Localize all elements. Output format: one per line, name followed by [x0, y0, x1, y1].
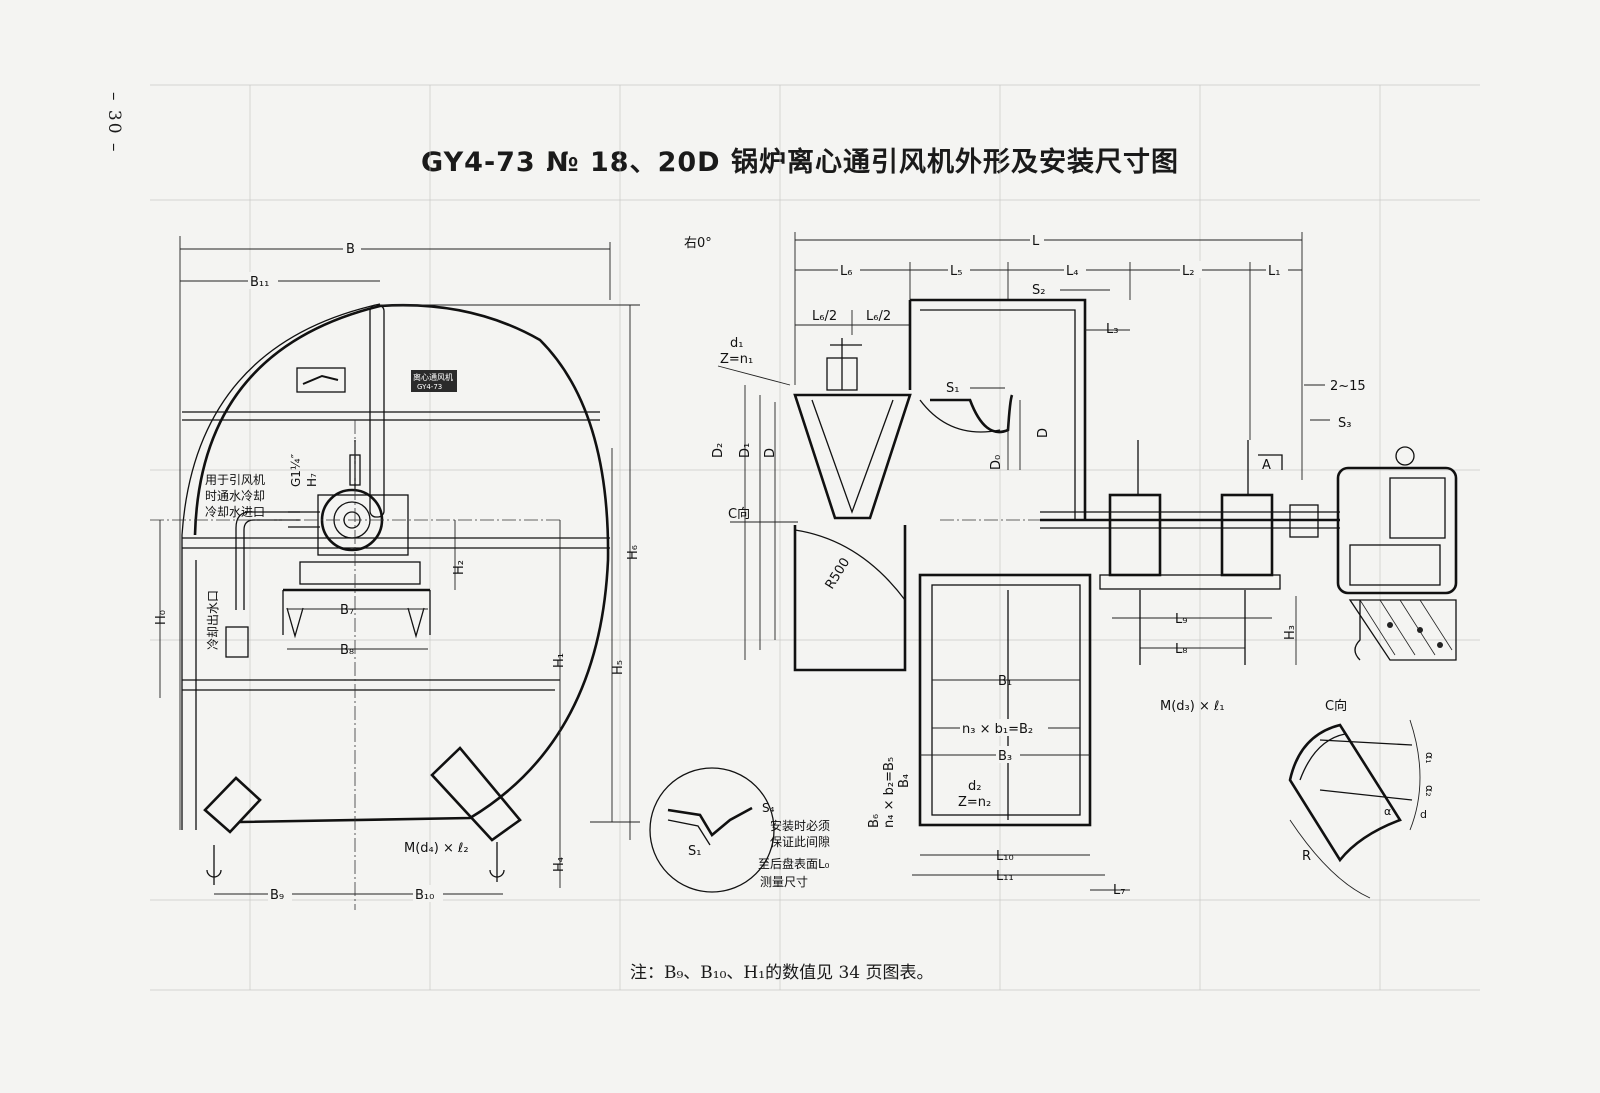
dim-B6: B₆	[867, 814, 882, 828]
dim-L6-half-a: L₆/2	[812, 309, 837, 324]
c-detail-title: C向	[1325, 698, 1347, 714]
dim-L8: L₈	[1175, 642, 1187, 657]
dim-L9: L₉	[1175, 612, 1187, 627]
dim-H0: H₀	[154, 610, 169, 625]
coupling	[1289, 504, 1319, 538]
c-direction-detail: C向 R α₁ α₂ α d	[1288, 698, 1436, 899]
support-leg-right	[430, 746, 522, 842]
dim-L10: L₁₀	[996, 849, 1014, 864]
dim-L4: L₄	[1066, 264, 1078, 279]
dim-B4: B₄	[897, 774, 912, 788]
dim-L7: L₇	[1113, 883, 1125, 898]
gap-S4: S₄	[762, 801, 775, 815]
drawing-title: GY4-73 № 18、20D 锅炉离心通引风机外形及安装尺寸图	[421, 147, 1179, 178]
dim-H2: H₂	[452, 560, 467, 575]
dim-D0: D₀	[989, 455, 1004, 470]
dim-Z-n2: Z=n₂	[958, 795, 991, 810]
dim-R500: R500	[823, 555, 854, 592]
dim-L3: L₃	[1106, 322, 1118, 337]
dim-D2: D₂	[711, 443, 726, 458]
dim-Z-n1: Z=n₁	[720, 352, 753, 367]
dim-H4: H₄	[552, 857, 567, 872]
dim-B1: B₁	[998, 674, 1012, 689]
nameplate-name: 离心通风机	[413, 372, 453, 382]
dim-H3: H₃	[1283, 625, 1298, 640]
c-direction-label: C向	[728, 506, 750, 522]
nameplate	[411, 370, 457, 392]
cooling-inlet-label-2: 时通水冷却	[205, 489, 265, 503]
cooling-outlet-label: 冷却出水口	[206, 590, 220, 650]
side-view: 右0° L L₆ L₅ L₄ L₂ L₁ S₂ L₆/2 L₆/2 d₁ Z=n…	[684, 231, 1458, 898]
gap-detail: S₄ S₁ 安装时必须 保证此间隙 至后盘表面L₀ 测量尺寸	[649, 767, 830, 893]
dim-S3: S₃	[1338, 416, 1351, 431]
dim-H6: H₆	[626, 545, 641, 560]
motor-foundation	[1348, 599, 1457, 661]
inlet-box	[908, 298, 1087, 520]
dim-B3: B₃	[998, 749, 1012, 764]
dim-B10: B₁₀	[415, 888, 434, 903]
gap-note-4: 测量尺寸	[760, 875, 808, 889]
dim-B2: n₃ × b₁=B₂	[962, 722, 1033, 737]
gap-S1: S₁	[688, 844, 701, 859]
dim-H1: H₁	[552, 653, 567, 668]
dim-D: D	[1036, 428, 1051, 438]
inlet-cone	[793, 393, 912, 520]
fan-casing	[193, 303, 610, 824]
dim-H7: H₇	[305, 473, 319, 487]
dim-B7: B₇	[340, 603, 354, 618]
angle-label: 右0°	[684, 236, 712, 251]
dim-B11: B₁₁	[250, 275, 269, 290]
dim-B: B	[346, 242, 355, 257]
dim-d2: d₂	[968, 779, 981, 794]
gap-note-2: 保证此间隙	[770, 835, 830, 849]
dim-L2: L₂	[1182, 264, 1194, 279]
dim-S2: S₂	[1032, 283, 1045, 298]
dim-L6-half-b: L₆/2	[866, 309, 891, 324]
bearing-2	[1220, 493, 1274, 577]
dim-H5: H₅	[611, 660, 626, 675]
c-detail-a: α	[1384, 805, 1391, 818]
cooling-inlet-label-1: 用于引风机	[205, 473, 265, 487]
dim-M-d3: M(d₃) × ℓ₁	[1160, 699, 1225, 714]
motor	[1336, 466, 1458, 595]
dim-D1: D₁	[738, 443, 753, 458]
support-leg-left	[203, 776, 262, 834]
bearing-1	[1108, 493, 1162, 577]
outlet-flange	[918, 573, 1092, 827]
dim-d1: d₁	[730, 336, 743, 351]
dim-L6: L₆	[840, 264, 852, 279]
dim-S1: S₁	[946, 381, 959, 396]
cooling-inlet-label-3: 冷却水进口	[205, 505, 265, 519]
footnote: 注：B₉、B₁₀、H₁的数值见 34 页图表。	[630, 963, 934, 983]
gap-note-1: 安装时必须	[770, 818, 830, 833]
dim-B5: n₄ × b₂=B₅	[882, 757, 897, 828]
dim-G: G1¼″	[289, 453, 303, 487]
dim-D-inlet: D	[763, 448, 778, 458]
c-detail-a2: α₂	[1423, 785, 1436, 797]
page-number: – 30 –	[104, 92, 124, 154]
label-A: A	[1262, 458, 1271, 473]
gap-note-3: 至后盘表面L₀	[758, 856, 830, 871]
c-detail-R: R	[1302, 849, 1311, 864]
dim-L: L	[1032, 234, 1040, 249]
dim-B8: B₈	[340, 643, 354, 658]
c-detail-d: d	[1420, 808, 1427, 821]
dim-L5: L₅	[950, 264, 962, 279]
dim-L1: L₁	[1268, 264, 1280, 279]
dim-L11: L₁₁	[996, 869, 1014, 884]
front-view: B B₁₁ 离心通风机 GY4-73	[150, 236, 641, 910]
nameplate-model: GY4-73	[417, 383, 442, 391]
dim-gap: 2~15	[1330, 379, 1366, 394]
dim-M-d4: M(d₄) × ℓ₂	[404, 841, 469, 856]
dim-B9: B₉	[270, 888, 284, 903]
c-detail-a1: α₁	[1423, 752, 1436, 764]
